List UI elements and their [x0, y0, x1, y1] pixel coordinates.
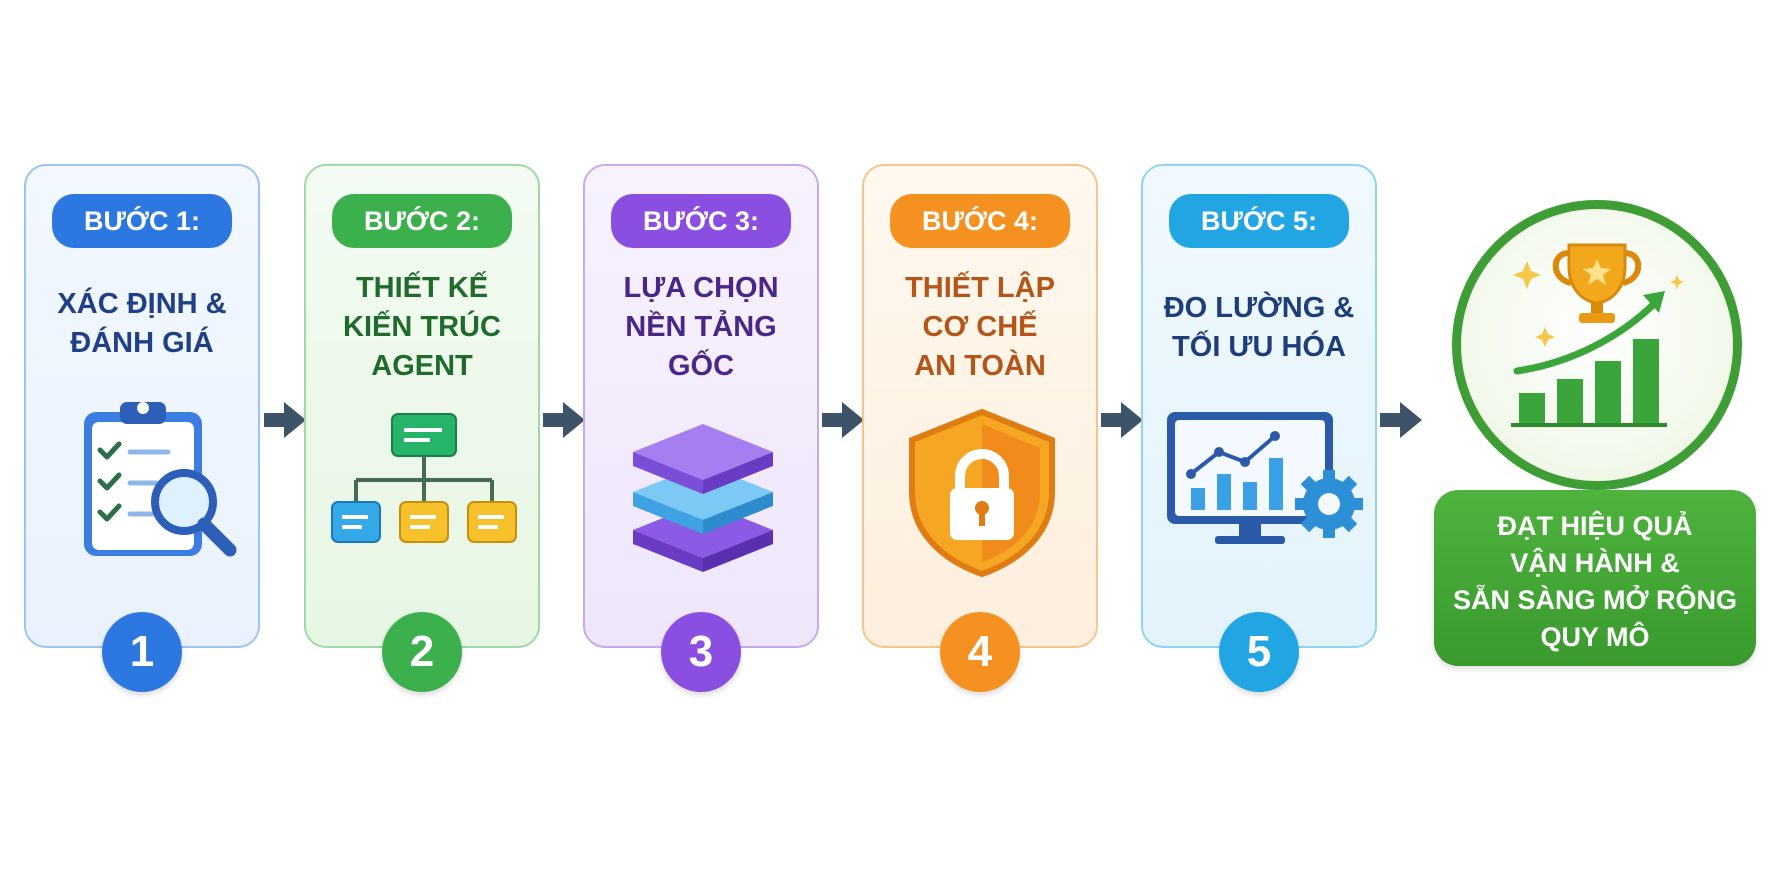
goal-emblem: [1452, 200, 1742, 490]
step-card-5: BƯỚC 5: ĐO LƯỜNG & TỐI ƯU HÓA 5: [1141, 164, 1377, 692]
monitor-chart-gear-icon: [1161, 408, 1371, 563]
trophy-growth-icon: [1511, 243, 1684, 427]
goal-text: ĐẠT HIỆU QUẢ VẬN HÀNH & SẴN SÀNG MỞ RỘNG…: [1452, 511, 1738, 652]
step-title: XÁC ĐỊNH & ĐÁNH GIÁ: [57, 288, 227, 359]
arrow-right-icon: [541, 397, 587, 448]
step-number: 4: [940, 612, 1020, 692]
arrow-right-icon: [1378, 397, 1424, 448]
step-number: 1: [102, 612, 182, 692]
step-card-2: BƯỚC 2: THIẾT KẾ KIẾN TRÚC AGENT 2: [304, 164, 540, 692]
arrow-right-icon: [1099, 397, 1145, 448]
arrow-right-icon: [262, 397, 308, 448]
step-title: LỰA CHỌN NỀN TẢNG GỐC: [623, 272, 779, 382]
architecture-tree-icon: [324, 408, 524, 563]
step-number: 5: [1219, 612, 1299, 692]
step-badge: BƯỚC 4:: [890, 194, 1070, 248]
step-card-1: BƯỚC 1: XÁC ĐỊNH & ĐÁNH GIÁ 1: [24, 164, 260, 692]
step-title: THIẾT LẬP CƠ CHẾ AN TOÀN: [905, 272, 1055, 382]
step-card-4: BƯỚC 4: THIẾT LẬP CƠ CHẾ AN TOÀN 4: [862, 164, 1098, 692]
step-title: ĐO LƯỜNG & TỐI ƯU HÓA: [1163, 292, 1355, 363]
goal-banner: ĐẠT HIỆU QUẢ VẬN HÀNH & SẴN SÀNG MỞ RỘNG…: [1434, 490, 1756, 666]
step-number: 3: [661, 612, 741, 692]
step-badge: BƯỚC 3:: [611, 194, 791, 248]
step-number: 2: [382, 612, 462, 692]
shield-lock-icon: [882, 408, 1082, 583]
layers-stack-icon: [603, 408, 803, 583]
step-badge: BƯỚC 2:: [332, 194, 512, 248]
clipboard-magnifier-icon: [44, 398, 244, 573]
arrow-right-icon: [820, 397, 866, 448]
step-badge: BƯỚC 1:: [52, 194, 232, 248]
step-card-3: BƯỚC 3: LỰA CHỌN NỀN TẢNG GỐC 3: [583, 164, 819, 692]
step-title: THIẾT KẾ KIẾN TRÚC AGENT: [343, 272, 501, 382]
step-badge: BƯỚC 5:: [1169, 194, 1349, 248]
